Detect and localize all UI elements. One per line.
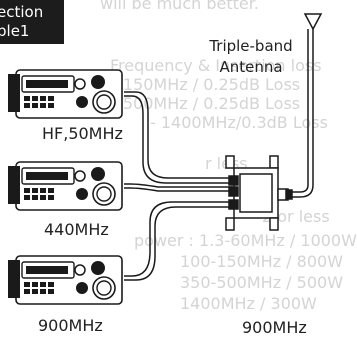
antenna-icon xyxy=(292,13,323,198)
ghost-line: 350-500MHz / 500W xyxy=(180,273,344,292)
ghost-line: power : 1.3-60MHz / 1000W xyxy=(134,231,357,250)
bottom-frequency-label: 900MHz xyxy=(242,318,307,337)
triplexer-unit xyxy=(225,155,293,231)
ghost-line: will be much better. xyxy=(100,0,259,13)
section-tag-line2: ple1 xyxy=(0,22,30,40)
antenna-label: Triple-band Antenna xyxy=(207,36,295,78)
radio-hf-50mhz-icon xyxy=(8,69,123,119)
radio-2-label: 440MHz xyxy=(44,220,109,239)
radio-900mhz-icon xyxy=(8,255,123,305)
ghost-line: - 1400MHz/0.3dB Loss xyxy=(150,113,328,132)
connection-diagram xyxy=(8,13,323,305)
ghost-line: - 150MHz / 0.25dB Loss xyxy=(112,75,301,94)
ghost-line: 100-150MHz / 800W xyxy=(180,252,344,271)
section-tag-line1: ection xyxy=(0,3,44,21)
ghost-line: 2 or less xyxy=(262,207,330,226)
radio-440mhz-icon xyxy=(8,161,123,211)
ghost-line: Frequency & Insertion loss xyxy=(110,56,322,75)
radio-1-label: HF,50MHz xyxy=(42,124,123,143)
ghost-line: 1400MHz / 300W xyxy=(180,294,317,313)
antenna-label-line2: Antenna xyxy=(219,58,283,76)
antenna-label-line1: Triple-band xyxy=(209,37,293,55)
ghost-line: - 500MHz / 0.25dB Loss xyxy=(112,94,301,113)
coax-cables xyxy=(124,91,238,281)
radio-3-label: 900MHz xyxy=(38,316,103,335)
section-tag: ection ple1 xyxy=(0,0,64,44)
